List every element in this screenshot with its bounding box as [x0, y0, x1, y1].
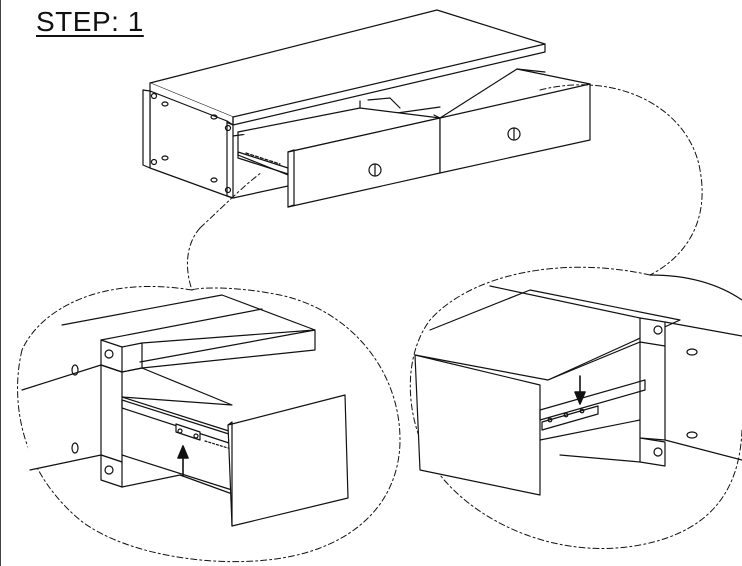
detail-circle-left: [18, 288, 400, 562]
page-edge-line: [0, 0, 1, 566]
detail-right-drawer-front: [415, 355, 540, 495]
callout-lines: [22, 85, 702, 350]
step-title: STEP: 1: [36, 6, 144, 37]
detail-circle-right: [410, 267, 742, 548]
cabinet-overview: [143, 10, 590, 207]
down-arrow-icon: [575, 376, 585, 404]
up-arrow-icon: [178, 446, 188, 476]
detail-left-outline: [18, 288, 400, 562]
detail-right-outline: [410, 267, 742, 548]
detail-left-drawer-front: [228, 395, 348, 526]
cabinet-top-panel: [150, 10, 545, 117]
